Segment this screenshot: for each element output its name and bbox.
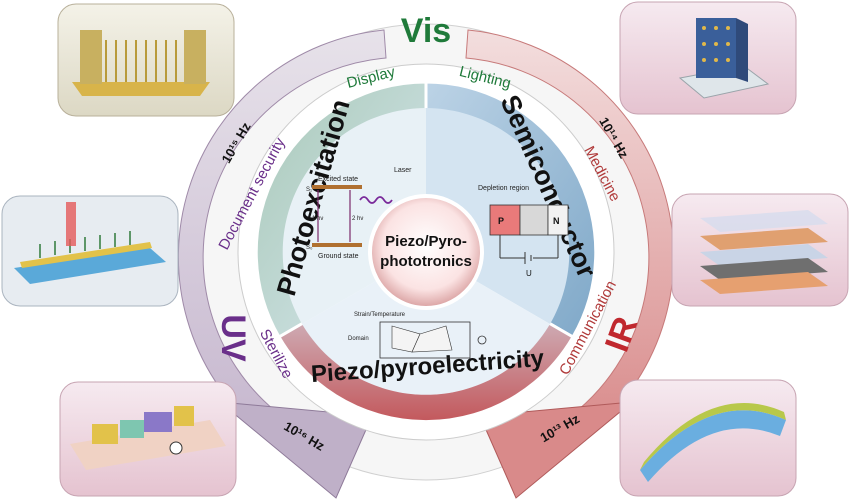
- excited-state-label: Excited state: [318, 176, 358, 183]
- device-image-top-right: [619, 1, 797, 115]
- ground-state-label: Ground state: [318, 253, 359, 260]
- device-image-top-left: [57, 3, 235, 117]
- strain-label: Strain/Temperature: [354, 312, 406, 318]
- device-image-bottom-right: [619, 379, 797, 497]
- laser-label: Laser: [394, 167, 412, 174]
- band-uv: UV: [214, 314, 252, 362]
- device-image-bottom-left: [59, 381, 237, 497]
- band-vis: Vis: [401, 12, 451, 50]
- p-label: P: [498, 216, 504, 226]
- piezo-panel: [302, 252, 550, 395]
- piezo-inset: Strain/Temperature Domain: [348, 312, 487, 359]
- photo-inset: Excited state Ground state Laser S₁ S₀ 1…: [306, 167, 412, 260]
- u-label: U: [526, 269, 532, 278]
- hv2-label: 2 hν: [352, 216, 363, 222]
- hv1-label: 1 hν: [312, 216, 323, 222]
- uv-arrowhead: [218, 401, 373, 499]
- domain-label: Domain: [348, 336, 369, 342]
- s0-label: S₀: [306, 245, 313, 251]
- device-image-middle-left: [1, 195, 179, 307]
- ir-arrowhead: [479, 401, 634, 499]
- n-label: N: [553, 216, 560, 226]
- device-image-middle-right: [671, 193, 849, 307]
- depletion-label: Depletion region: [478, 185, 529, 192]
- center-line-2: phototronics: [380, 253, 472, 270]
- center-line-1: Piezo/Pyro-: [385, 233, 467, 250]
- semi-inset: Depletion region P N U: [478, 185, 569, 278]
- center-circle: [368, 194, 484, 310]
- s1-label: S₁: [306, 187, 312, 193]
